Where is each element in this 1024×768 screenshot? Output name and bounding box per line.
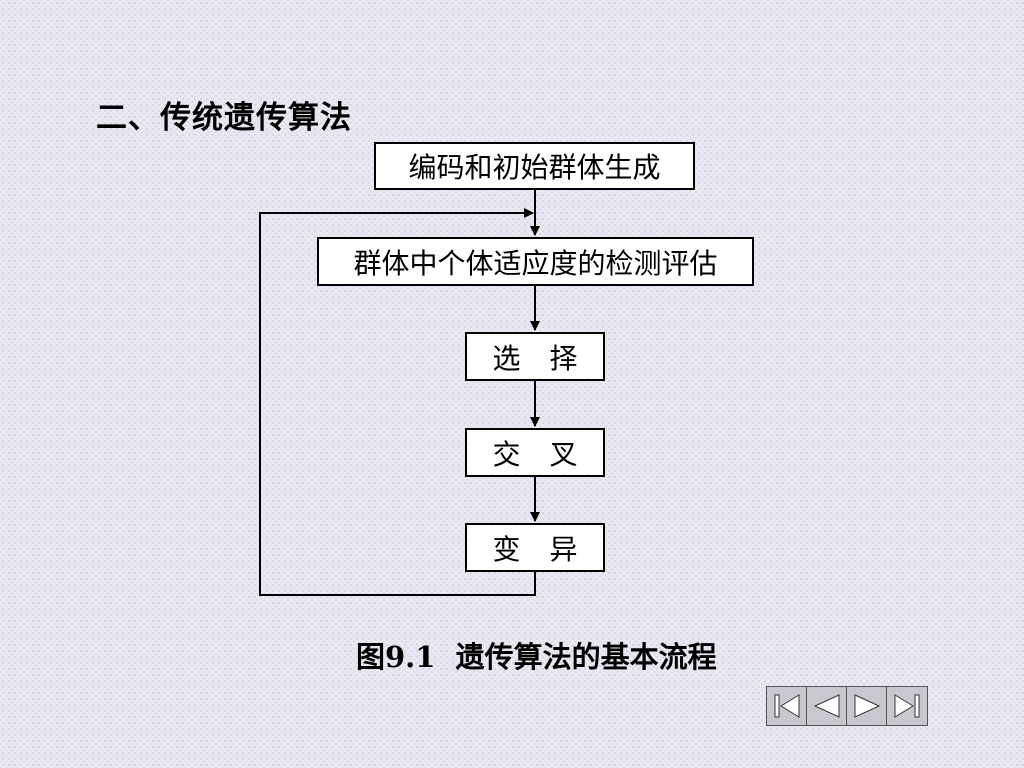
next-icon (854, 694, 880, 718)
step-mutation: 变 异 (465, 523, 605, 572)
step-fitness-evaluation: 群体中个体适应度的检测评估 (317, 237, 754, 286)
last-slide-button[interactable] (887, 687, 927, 725)
next-slide-button[interactable] (847, 687, 887, 725)
last-icon (894, 694, 920, 718)
previous-slide-button[interactable] (807, 687, 847, 725)
first-icon (774, 694, 799, 718)
slide-navigation (766, 686, 928, 726)
step-encoding-init: 编码和初始群体生成 (374, 142, 695, 190)
first-slide-button[interactable] (767, 687, 807, 725)
section-heading: 二、传统遗传算法 (96, 100, 352, 136)
feedback-loop-arrow (259, 208, 536, 596)
figure-caption: 图9.1 遗传算法的基本流程 (356, 640, 717, 674)
previous-icon (813, 694, 839, 718)
step-selection: 选 择 (465, 332, 605, 381)
step-crossover: 交 叉 (465, 428, 605, 477)
